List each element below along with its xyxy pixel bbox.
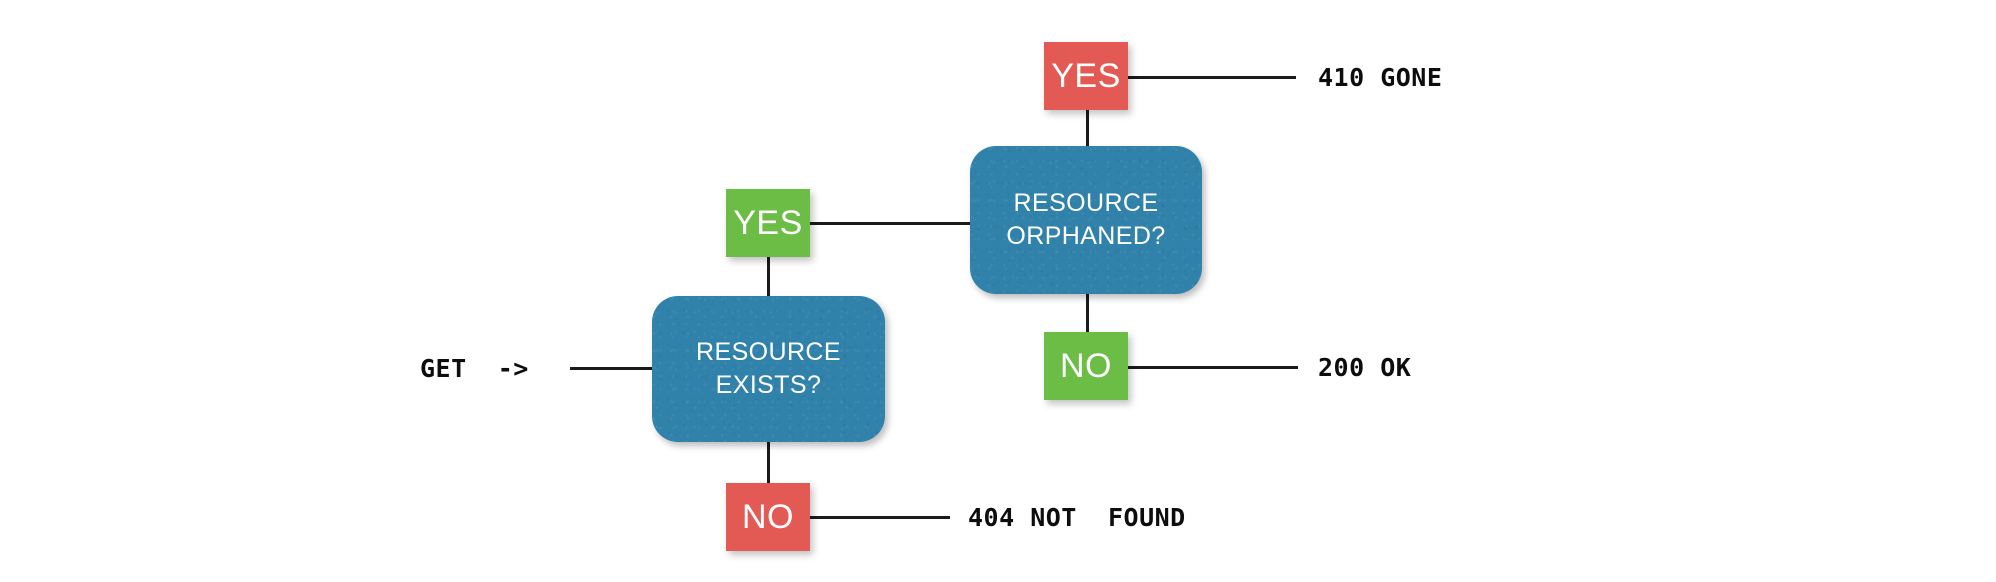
- decision-node-resource-orphaned[interactable]: RESOURCE ORPHANED?: [970, 146, 1202, 294]
- connector-exists-to-no: [767, 440, 770, 486]
- decision-node-resource-exists[interactable]: RESOURCE EXISTS?: [652, 296, 885, 442]
- chip-exists-yes[interactable]: YES: [726, 189, 810, 257]
- connector-get-to-exists: [570, 367, 660, 370]
- decision-node-label: RESOURCE EXISTS?: [696, 338, 841, 399]
- connector-no-to-notfound: [810, 516, 950, 519]
- connector-yes-to-orphaned: [810, 222, 978, 225]
- chip-orphaned-no[interactable]: NO: [1044, 332, 1128, 400]
- chip-exists-no[interactable]: NO: [726, 483, 810, 551]
- outcome-404-not-found: 404 NOT FOUND: [968, 503, 1186, 532]
- outcome-410-gone: 410 GONE: [1318, 63, 1443, 92]
- get-request-label: GET ->: [420, 354, 529, 383]
- connector-exists-to-yes: [767, 255, 770, 303]
- connector-no-to-ok: [1128, 366, 1298, 369]
- chip-label: YES: [733, 204, 803, 242]
- outcome-200-ok: 200 OK: [1318, 353, 1412, 382]
- chip-orphaned-yes[interactable]: YES: [1044, 42, 1128, 110]
- connector-orphaned-to-no: [1086, 288, 1089, 336]
- chip-label: YES: [1051, 57, 1121, 95]
- connector-yes-to-gone: [1128, 76, 1296, 79]
- chip-label: NO: [1060, 347, 1112, 385]
- decision-node-label: RESOURCE ORPHANED?: [1006, 189, 1166, 250]
- connector-orphaned-to-yes: [1086, 107, 1089, 153]
- chip-label: NO: [742, 498, 794, 536]
